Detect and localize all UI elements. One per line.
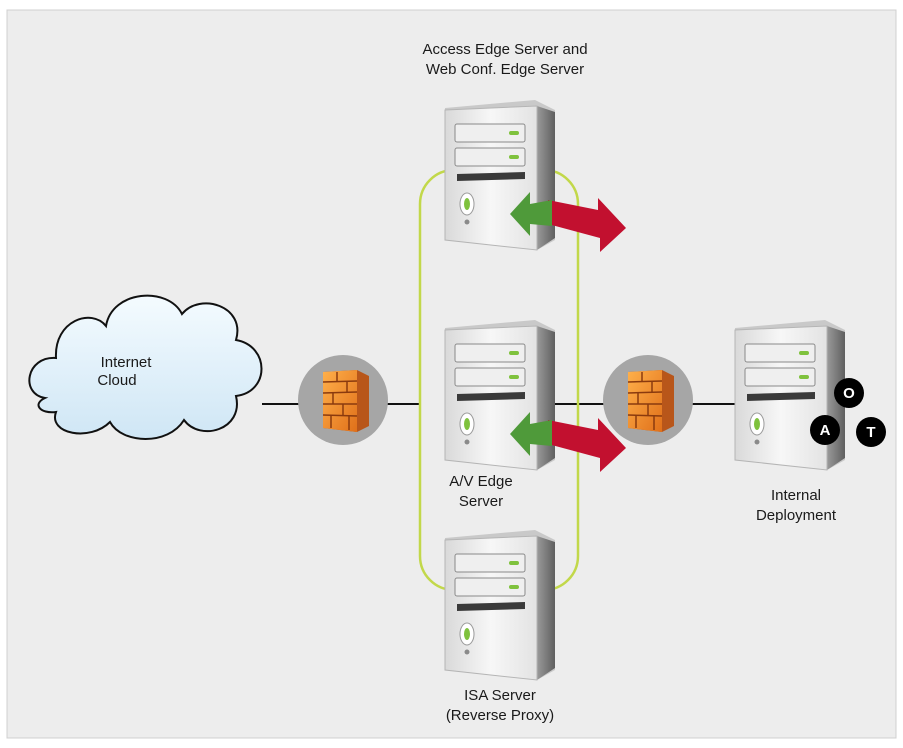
isa-label-line1: ISA Server [464, 687, 536, 704]
firewall-external-icon [297, 354, 389, 446]
access-edge-label-line2: Web Conf. Edge Server [426, 61, 584, 78]
badge-a-label: A [820, 422, 831, 439]
internet-cloud [28, 294, 263, 440]
internet-label-line1: Internet [101, 354, 153, 371]
badge-o-icon [834, 378, 864, 408]
av-edge-server-icon [444, 319, 556, 471]
internet-label-line2: Cloud [97, 372, 136, 389]
firewall-internal-icon [602, 354, 694, 446]
av-edge-label-line2: Server [459, 493, 503, 510]
badge-t-label: T [866, 424, 875, 441]
badge-a-icon [810, 415, 840, 445]
isa-label-line2: (Reverse Proxy) [446, 707, 554, 724]
badge-o-label: O [843, 385, 855, 402]
internal-label-line2: Deployment [756, 507, 837, 524]
isa-server-icon [444, 529, 556, 681]
internal-deployment-server-icon [734, 319, 846, 471]
badge-t-icon [856, 417, 886, 447]
access-edge-label-line1: Access Edge Server and [422, 41, 587, 58]
internal-label-line1: Internal [771, 487, 821, 504]
access-edge-server-icon [444, 99, 556, 251]
av-edge-label-line1: A/V Edge [449, 473, 512, 490]
